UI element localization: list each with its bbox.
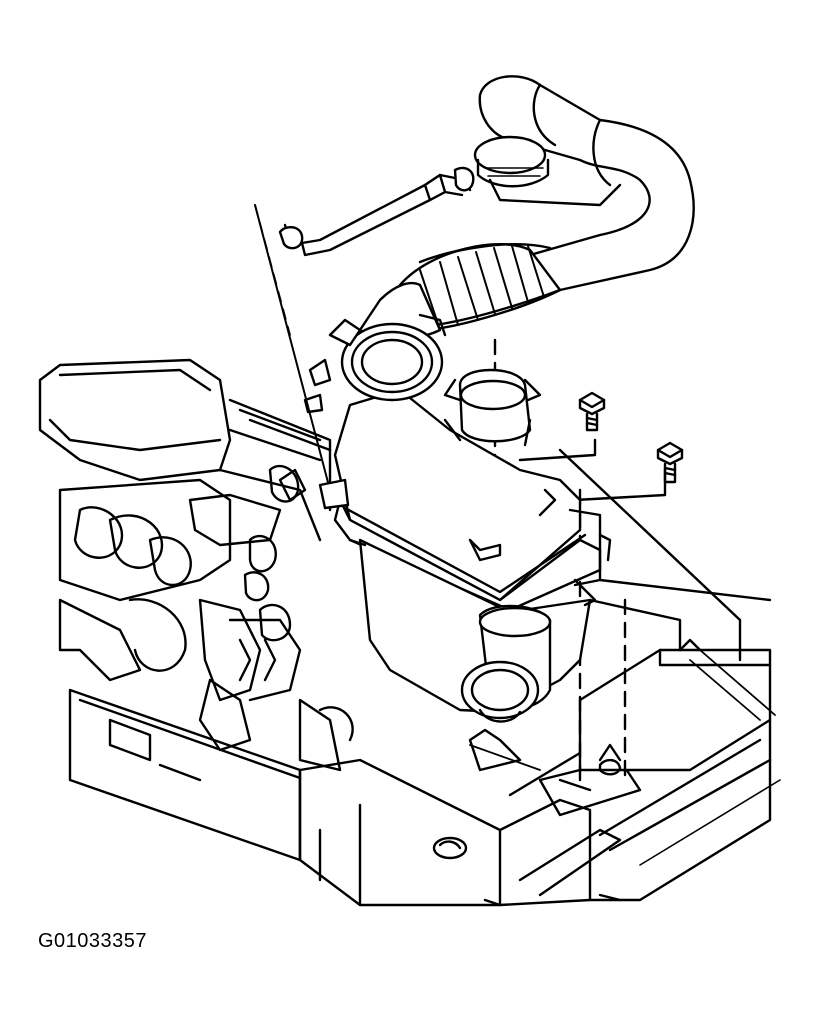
fuse-box — [580, 640, 775, 770]
mounting-bolt-2 — [658, 443, 682, 482]
air-outlet-duct — [462, 606, 550, 770]
hose-clamp — [330, 315, 445, 400]
air-cleaner-box — [320, 390, 610, 712]
grommets — [280, 360, 620, 858]
resonator-fitting — [445, 370, 540, 445]
intake-duct — [360, 76, 694, 339]
fender-lines — [560, 450, 770, 660]
breather-tube — [280, 168, 473, 255]
mounting-bolt-1 — [580, 393, 604, 430]
figure-id: G01033357 — [38, 930, 148, 952]
